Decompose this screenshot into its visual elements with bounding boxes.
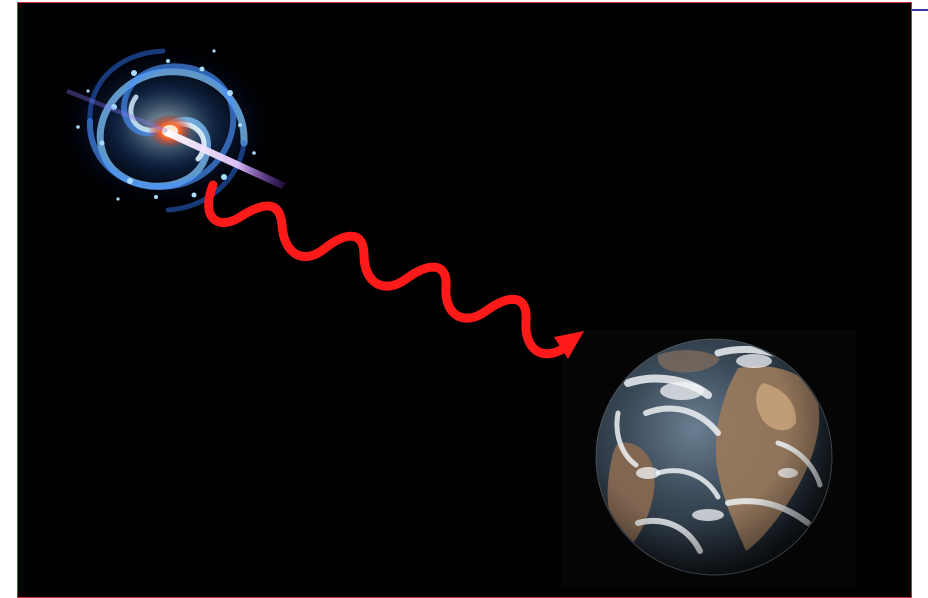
earth-globe-icon — [595, 338, 833, 576]
accent-rule — [912, 9, 928, 11]
spiral-galaxy-with-jet-icon — [54, 42, 286, 213]
wavy-arrow-icon — [204, 180, 584, 359]
illustration-canvas — [54, 42, 833, 576]
slide-frame — [17, 2, 912, 598]
